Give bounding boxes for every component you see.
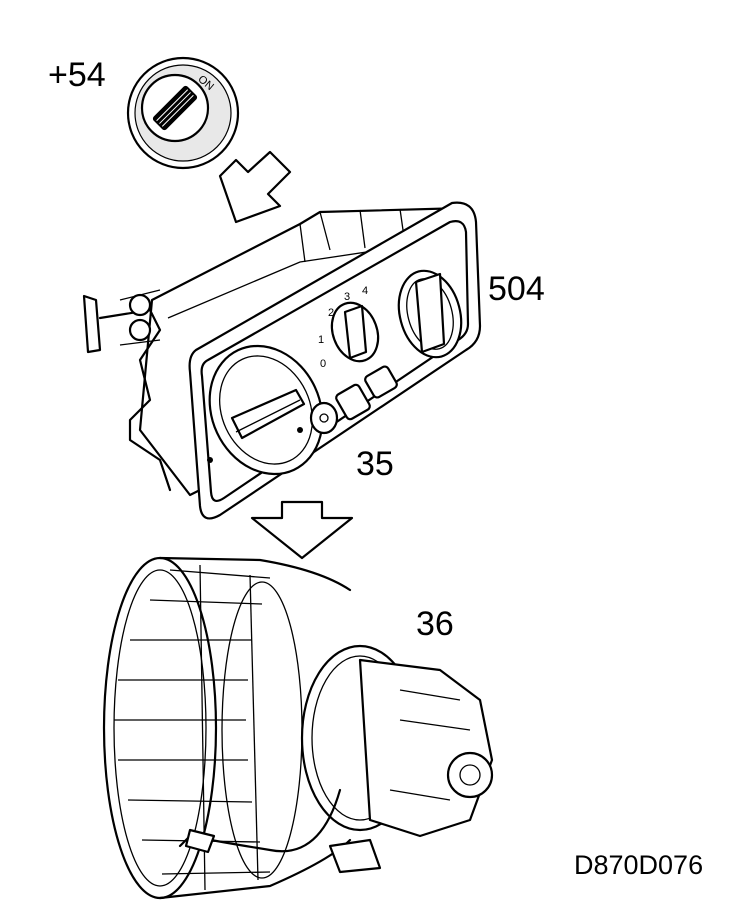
dial-mark-0: 0 (320, 358, 326, 370)
drawing-code-label: D870D076 (574, 850, 704, 880)
blower-fan (102, 556, 494, 900)
blower-label: 36 (416, 605, 454, 643)
ignition-switch: ON (126, 56, 240, 170)
arrow-switch-to-panel (218, 150, 292, 224)
ignition-label: +54 (48, 56, 106, 94)
dial-mark-3: 3 (344, 291, 350, 303)
dial-mark-2: 2 (328, 307, 334, 319)
dial-mark-1: 1 (318, 334, 324, 346)
arrow-panel-to-blower (250, 500, 354, 560)
climate-control-panel: 0 1 2 3 4 (82, 201, 482, 520)
panel-label: 504 (488, 270, 545, 308)
connector-label: 35 (356, 445, 394, 483)
dial-mark-4: 4 (362, 285, 368, 297)
